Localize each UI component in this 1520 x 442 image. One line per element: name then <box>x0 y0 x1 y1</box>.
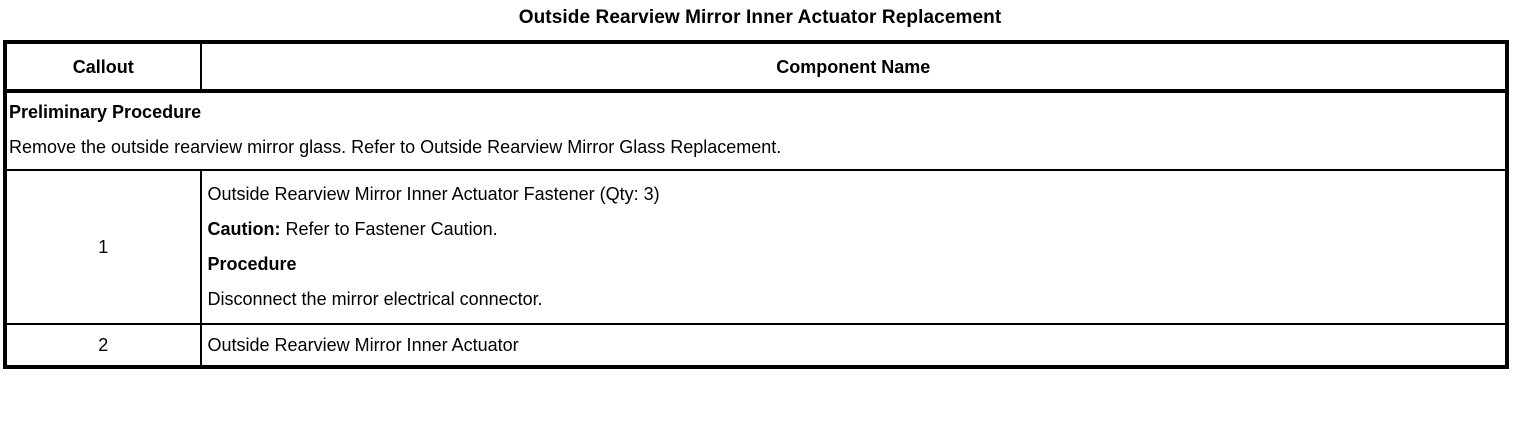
preliminary-procedure-heading: Preliminary Procedure <box>9 102 202 122</box>
preliminary-procedure-row: Preliminary Procedure Remove the outside… <box>5 91 1507 171</box>
component-description-cell: Outside Rearview Mirror Inner Actuator F… <box>200 170 1507 325</box>
caution-text: Refer to Fastener Caution. <box>280 219 498 239</box>
procedure-step-text: Disconnect the mirror electrical connect… <box>207 289 543 309</box>
callout-number: 1 <box>5 170 202 325</box>
column-header-callout: Callout <box>5 42 202 93</box>
page-title: Outside Rearview Mirror Inner Actuator R… <box>518 7 1002 28</box>
caution-note: Caution: Refer to Fastener Caution. <box>208 212 1505 247</box>
table-row: 2 Outside Rearview Mirror Inner Actuator <box>5 324 1507 367</box>
preliminary-procedure-text: Remove the outside rearview mirror glass… <box>9 137 782 157</box>
callout-number: 2 <box>5 324 202 367</box>
table-row: 1 Outside Rearview Mirror Inner Actuator… <box>5 170 1507 325</box>
column-header-component-name: Component Name <box>200 42 1507 93</box>
table-header-row: Callout Component Name <box>5 42 1507 93</box>
component-name-text: Outside Rearview Mirror Inner Actuator F… <box>207 184 660 204</box>
procedure-table: Callout Component Name Preliminary Proce… <box>3 40 1509 369</box>
procedure-heading: Procedure <box>207 254 297 274</box>
component-description-cell: Outside Rearview Mirror Inner Actuator <box>201 324 1507 367</box>
caution-label: Caution: <box>207 219 281 239</box>
preliminary-procedure-cell: Preliminary Procedure Remove the outside… <box>5 91 1507 171</box>
component-name-text: Outside Rearview Mirror Inner Actuator <box>207 335 519 355</box>
